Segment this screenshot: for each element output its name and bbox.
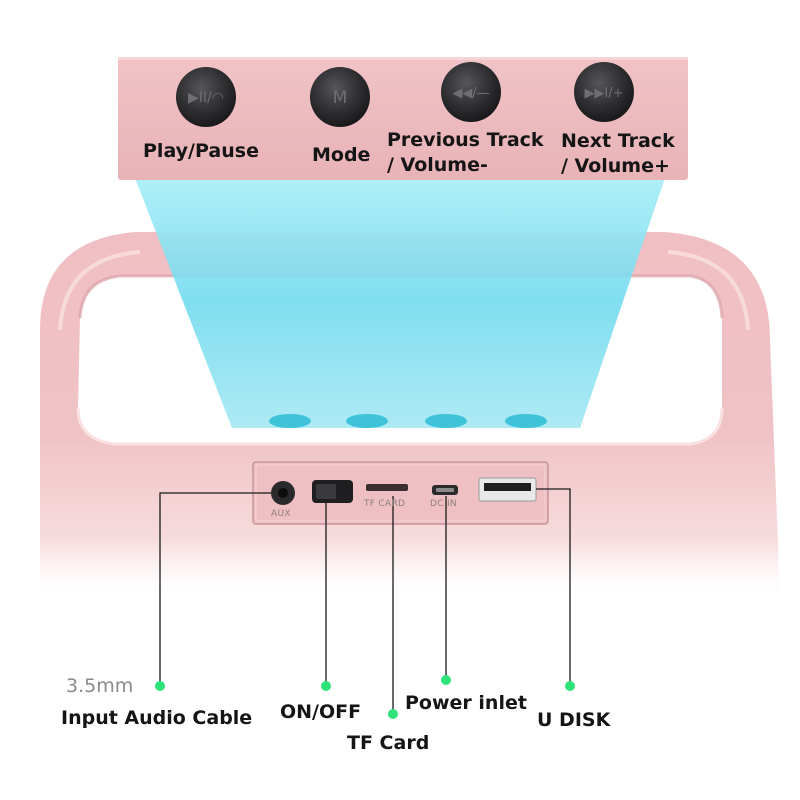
highlight-beam bbox=[135, 178, 665, 428]
previous-track-label: Previous Track / Volume- bbox=[387, 129, 544, 176]
dc-in-port-label: DC IN bbox=[430, 499, 457, 509]
mode-label: Mode bbox=[312, 144, 371, 166]
power-inlet-label: Power inlet bbox=[405, 692, 527, 714]
svg-text:M: M bbox=[333, 88, 348, 108]
callout-lines bbox=[159, 488, 571, 714]
usb-port bbox=[478, 477, 537, 502]
next-track-icon: ▶▶I/+ bbox=[574, 62, 634, 122]
tf-card-slot bbox=[366, 484, 408, 491]
next-track-label: Next Track / Volume+ bbox=[561, 130, 675, 177]
dc-in-port bbox=[432, 485, 458, 495]
tf-card-port-label: TF CARD bbox=[364, 499, 406, 509]
aux-port-label: AUX bbox=[271, 509, 291, 519]
mode-m-icon: M bbox=[310, 67, 370, 127]
tf-card-label: TF Card bbox=[347, 732, 430, 754]
u-disk-label: U DISK bbox=[537, 709, 611, 731]
input-audio-cable-label: Input Audio Cable bbox=[61, 707, 253, 729]
control-panel-zoom bbox=[118, 57, 688, 180]
on-off-label: ON/OFF bbox=[280, 701, 362, 723]
callout-dots bbox=[155, 675, 575, 719]
svg-text:◀◀/—: ◀◀/— bbox=[452, 86, 489, 101]
previous-track-icon: ◀◀/— bbox=[441, 62, 501, 122]
svg-text:▶▶I/+: ▶▶I/+ bbox=[584, 86, 623, 101]
power-switch bbox=[312, 480, 353, 503]
aux-port bbox=[271, 481, 295, 505]
play-pause-icon: ▶II/◠ bbox=[176, 67, 236, 127]
aux-size-label: 3.5mm bbox=[66, 675, 134, 697]
svg-text:▶II/◠: ▶II/◠ bbox=[188, 90, 224, 106]
speaker-body bbox=[40, 232, 780, 595]
play-pause-label: Play/Pause bbox=[143, 140, 259, 162]
